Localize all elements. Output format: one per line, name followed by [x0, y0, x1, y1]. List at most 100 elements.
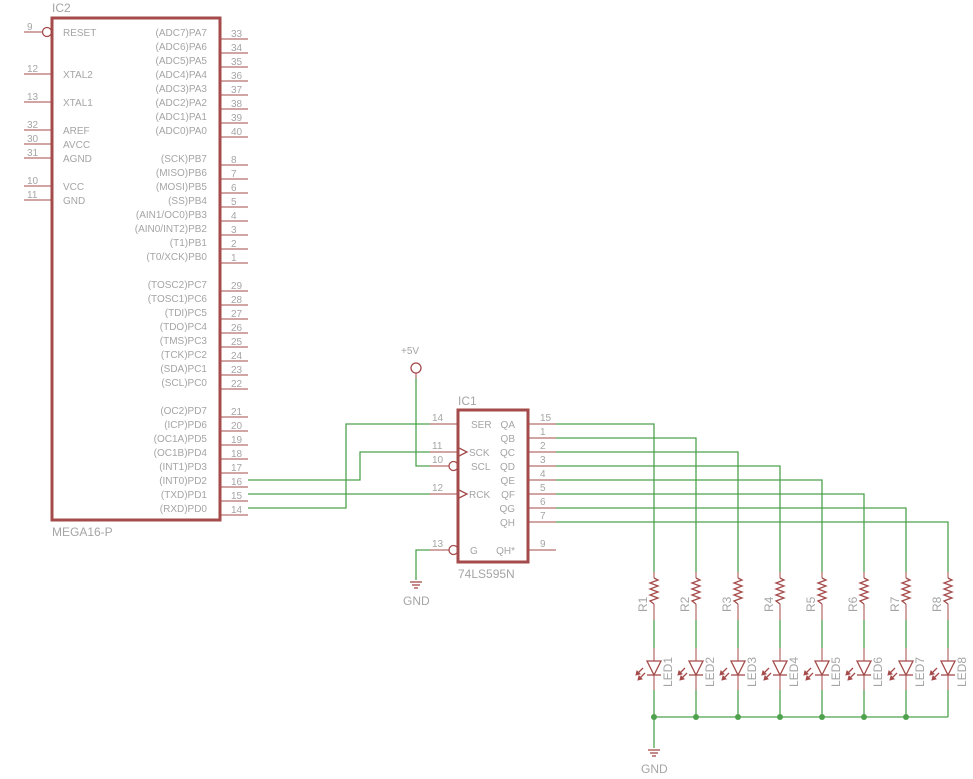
ic2-pin-21[interactable]: 21(OC2)PD7: [160, 406, 248, 418]
resistor-2[interactable]: R2: [678, 572, 702, 620]
pin-name: RCK: [469, 490, 490, 501]
ic1-pin-3[interactable]: 3QD: [500, 455, 556, 473]
ic2-pin-14[interactable]: 14(RXD)PD0: [160, 504, 248, 516]
ic2-pin-36[interactable]: 36(ADC4)PA4: [156, 70, 249, 82]
led-light-arrowhead-icon: [677, 670, 683, 676]
pin-number: 37: [231, 85, 243, 96]
ic2-pin-2[interactable]: 2(T1)PB1: [170, 238, 248, 250]
gnd-symbol-leds[interactable]: GND: [641, 749, 668, 776]
ic2-pin-23[interactable]: 23(SDA)PC1: [160, 364, 248, 376]
wire-g-gnd[interactable]: [415, 549, 430, 580]
wire-qh-r8[interactable]: [556, 521, 949, 572]
ic2-pin-25[interactable]: 25(TMS)PC3: [160, 336, 248, 348]
led-1[interactable]: LED1: [635, 648, 675, 690]
ic2-pin-28[interactable]: 28(TOSC1)PC6: [148, 294, 248, 306]
led-light-arrowhead-icon: [635, 670, 641, 676]
led-4[interactable]: LED4: [761, 648, 801, 690]
pin-name: SCL: [471, 462, 491, 473]
ic2-pin-20[interactable]: 20(ICP)PD6: [164, 420, 248, 432]
vcc-supply[interactable]: +5V: [401, 346, 422, 378]
wire-pd2-sck[interactable]: [248, 451, 430, 481]
ic2-pin-16[interactable]: 16(INT0)PD2: [159, 476, 248, 488]
ic2-pin-8[interactable]: 8(SCK)PB7: [161, 154, 248, 166]
ic1-pin-2[interactable]: 2QC: [500, 441, 556, 459]
pin-name: (RXD)PD0: [160, 504, 208, 515]
ic2-pin-38[interactable]: 38(ADC2)PA2: [156, 98, 249, 110]
ic2-pin-5[interactable]: 5(SS)PB4: [168, 196, 248, 208]
ic2-pin-34[interactable]: 34(ADC6)PA6: [156, 42, 249, 54]
ic1-pin-6[interactable]: 6QG: [499, 497, 556, 515]
ic1-pin-9[interactable]: 9QH*: [496, 539, 556, 557]
ic2-pin-37[interactable]: 37(ADC3)PA3: [156, 84, 249, 96]
pin-number: 6: [540, 497, 546, 508]
ic1-pin-13[interactable]: 13G: [430, 539, 478, 557]
ic2-pin-24[interactable]: 24(TCK)PC2: [161, 350, 248, 362]
pin-name: AREF: [63, 126, 90, 137]
led-6[interactable]: LED6: [845, 648, 885, 690]
ic2-pin-26[interactable]: 26(TDO)PC4: [160, 322, 248, 334]
resistor-8[interactable]: R8: [930, 572, 954, 620]
ic2-pin-22[interactable]: 22(SCL)PC0: [161, 378, 248, 390]
ic1-pin-7[interactable]: 7QH: [500, 511, 556, 529]
wire-qa-r1[interactable]: [556, 423, 655, 572]
resistor-1[interactable]: R1: [636, 572, 660, 620]
ic2-pin-4[interactable]: 4(AIN1/OC0)PB3: [136, 210, 248, 222]
led-3[interactable]: LED3: [719, 648, 759, 690]
resistor-4[interactable]: R4: [762, 572, 786, 620]
ic2-pin-27[interactable]: 27(TDI)PC5: [165, 308, 248, 320]
wire-qg-r7[interactable]: [556, 507, 907, 572]
led-label: LED6: [871, 657, 885, 687]
resistor-5[interactable]: R5: [804, 572, 828, 620]
ic2-pin-15[interactable]: 15(TXD)PD1: [161, 490, 248, 502]
ic2-pin-18[interactable]: 18(OC1B)PD4: [154, 448, 248, 460]
ic1-pin-5[interactable]: 5QF: [501, 483, 556, 501]
led-2[interactable]: LED2: [677, 648, 717, 690]
resistor-6[interactable]: R6: [846, 572, 870, 620]
pin-number: 1: [540, 427, 546, 438]
wire-qb-r2[interactable]: [556, 437, 697, 572]
gnd-symbol-ic1[interactable]: GND: [403, 581, 430, 608]
ic2-pin-40[interactable]: 40(ADC0)PA0: [156, 126, 249, 138]
resistor-3[interactable]: R3: [720, 572, 744, 620]
ic2-pin-29[interactable]: 29(TOSC2)PC7: [148, 280, 248, 292]
wire-vcc-scl[interactable]: [415, 378, 430, 467]
ic1-pin-1[interactable]: 1QB: [501, 427, 556, 445]
ic2-pin-39[interactable]: 39(ADC1)PA1: [156, 112, 249, 124]
ic2-pin-19[interactable]: 19(OC1A)PD5: [154, 434, 248, 446]
gnd-label-leds: GND: [641, 762, 668, 776]
pin-number: 29: [231, 281, 243, 292]
ic2-component[interactable]: IC2 MEGA16-P 9RESET12XTAL213XTAL132AREF3…: [24, 1, 248, 539]
ic2-pin-35[interactable]: 35(ADC5)PA5: [156, 56, 249, 68]
wire-qf-r6[interactable]: [556, 493, 865, 572]
ic2-pin-6[interactable]: 6(MOSI)PB5: [156, 182, 248, 194]
resistor-7[interactable]: R7: [888, 572, 912, 620]
ic2-pin-7[interactable]: 7(MISO)PB6: [156, 168, 248, 180]
led-7[interactable]: LED7: [887, 648, 927, 690]
wire-qe-r5[interactable]: [556, 479, 823, 572]
ic2-pin-3[interactable]: 3(AIN0/INT2)PB2: [135, 224, 248, 236]
ic2-pin-17[interactable]: 17(INT1)PD3: [159, 462, 248, 474]
wire-qc-r3[interactable]: [556, 451, 739, 572]
ic2-pin-33[interactable]: 33(ADC7)PA7: [156, 28, 249, 40]
led-5[interactable]: LED5: [803, 648, 843, 690]
wire-pd0-ser[interactable]: [248, 423, 430, 509]
led-8[interactable]: LED8: [929, 648, 969, 690]
ic1-pin-4[interactable]: 4QE: [501, 469, 556, 487]
led-diode-icon: [897, 660, 915, 677]
ic2-pin-1[interactable]: 1(T0/XCK)PB0: [146, 252, 248, 264]
wire-qd-r4[interactable]: [556, 465, 781, 572]
